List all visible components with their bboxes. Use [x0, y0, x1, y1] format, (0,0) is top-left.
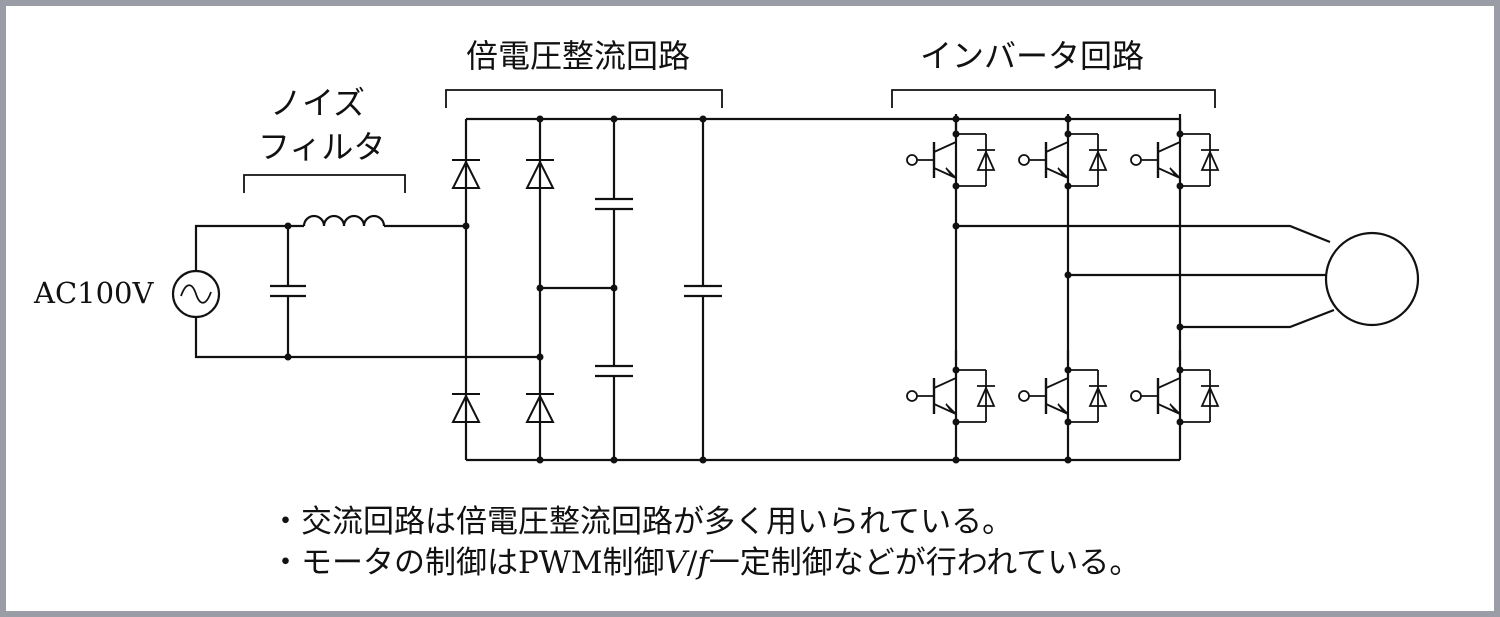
note-line-2: ・モータの制御はPWM制御V/f一定制御などが行われている。 [270, 543, 1140, 583]
noise-filter-label-line1: ノイズ [270, 84, 365, 122]
induction-motor-symbol [1324, 231, 1420, 327]
inverter-bracket [891, 89, 1216, 108]
note-line-1: ・交流回路は倍電圧整流回路が多く用いられている。 [270, 502, 1013, 542]
note-line-2-prefix: ・モータの制御はPWM制御 [270, 545, 665, 581]
note-line-2-f: f [697, 545, 709, 581]
rectifier-label: 倍電圧整流回路 [466, 37, 690, 75]
inverter-label: インバータ回路 [920, 37, 1144, 75]
noise-filter-label-line2: フィルタ [258, 128, 385, 166]
rectifier-bracket [445, 89, 723, 108]
note-line-1-text: ・交流回路は倍電圧整流回路が多く用いられている。 [270, 504, 1014, 540]
voltage-doubler-rectifier [451, 115, 1180, 464]
note-line-2-slash: / [686, 545, 698, 581]
inductor-coil [302, 214, 386, 227]
ac-source-label: AC100V [33, 276, 154, 310]
note-line-2-suffix: 一定制御などが行われている。 [708, 545, 1141, 581]
noise-filter-bracket [243, 174, 406, 193]
noise-filter [270, 214, 468, 361]
inverter-bridge [907, 114, 1335, 464]
note-line-2-v: V [664, 545, 687, 581]
ac-source-symbol [171, 224, 540, 359]
